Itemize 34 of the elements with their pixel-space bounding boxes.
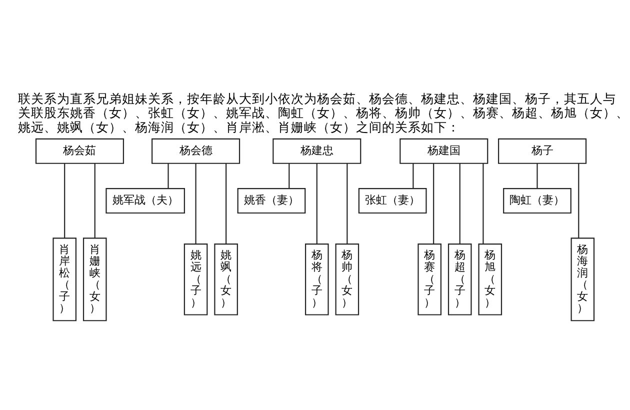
connector — [346, 163, 348, 244]
connector — [94, 163, 96, 238]
connector — [168, 163, 169, 188]
node-box: 杨帅（女） — [335, 244, 360, 316]
connector — [433, 163, 434, 244]
connector — [64, 163, 66, 238]
node-box: 杨子 — [498, 138, 587, 164]
connector — [482, 163, 484, 244]
node-box: 杨海润（女） — [570, 238, 595, 322]
node-box: 杨会茹 — [35, 138, 124, 164]
node-box: 杨超（子） — [448, 244, 472, 316]
node-box: 姚远（子） — [184, 244, 208, 316]
caption: 联关系为直系兄弟姐妹关系，按年龄从大到小依次为杨会茹、杨会德、杨建忠、杨建国、杨子，其五人与关联股东姚香（女）、张虹（女）、姚军战、陶虹（女）、杨将、杨帅（女）、杨赛、杨超、杨旭（女）、姚远、姚飒（女）、杨海润（女）、肖岸淞、肖姗峡（女）之间的关系如下： — [18, 92, 630, 134]
node-box: 杨建国 — [400, 138, 488, 164]
connector — [412, 163, 414, 188]
node-box: 杨建忠 — [272, 138, 362, 164]
connector — [195, 163, 196, 244]
node-box: 杨将（子） — [305, 244, 329, 316]
connector — [578, 163, 580, 238]
connector — [459, 163, 460, 244]
connector — [288, 163, 290, 188]
node-box: 张虹（妻） — [358, 188, 427, 214]
node-box: 肖岸松（子） — [52, 238, 76, 322]
node-box: 杨会德 — [152, 138, 240, 164]
node-box: 陶虹（妻） — [503, 188, 572, 214]
node-box: 姚香（妻） — [237, 188, 306, 214]
node-box: 肖姗峡（女） — [82, 238, 107, 322]
node-box: 姚军战（夫） — [106, 188, 185, 214]
connector — [316, 163, 318, 244]
node-box: 杨赛（子） — [418, 244, 442, 316]
node-box: 杨旭（女） — [478, 244, 502, 316]
connector — [226, 163, 227, 244]
connector — [536, 163, 538, 188]
node-box: 姚飒（女） — [214, 244, 238, 316]
